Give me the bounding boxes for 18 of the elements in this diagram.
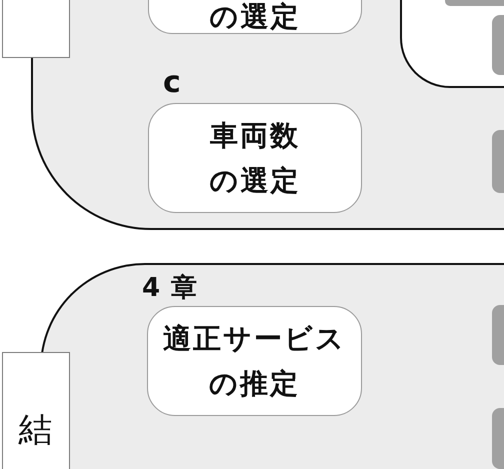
callout-letter: c (163, 68, 181, 98)
section-panel (31, 0, 504, 230)
side-tab (2, 352, 70, 469)
process-box (147, 306, 362, 416)
chapter-label: 4 章 (142, 274, 198, 302)
step-box (445, 0, 504, 6)
process-box (148, 103, 362, 213)
step-box (492, 130, 504, 193)
side-tab (2, 0, 70, 58)
process-box (148, 0, 362, 34)
box-label: の選定 (208, 0, 302, 34)
step-box (492, 305, 504, 365)
tab-label: 結 (17, 410, 54, 450)
step-box (492, 15, 504, 75)
box-label: 車両数の選定 (208, 118, 302, 199)
inner-panel (400, 0, 504, 88)
step-box (492, 408, 504, 469)
box-label: 適正サービスの推定 (162, 321, 347, 402)
